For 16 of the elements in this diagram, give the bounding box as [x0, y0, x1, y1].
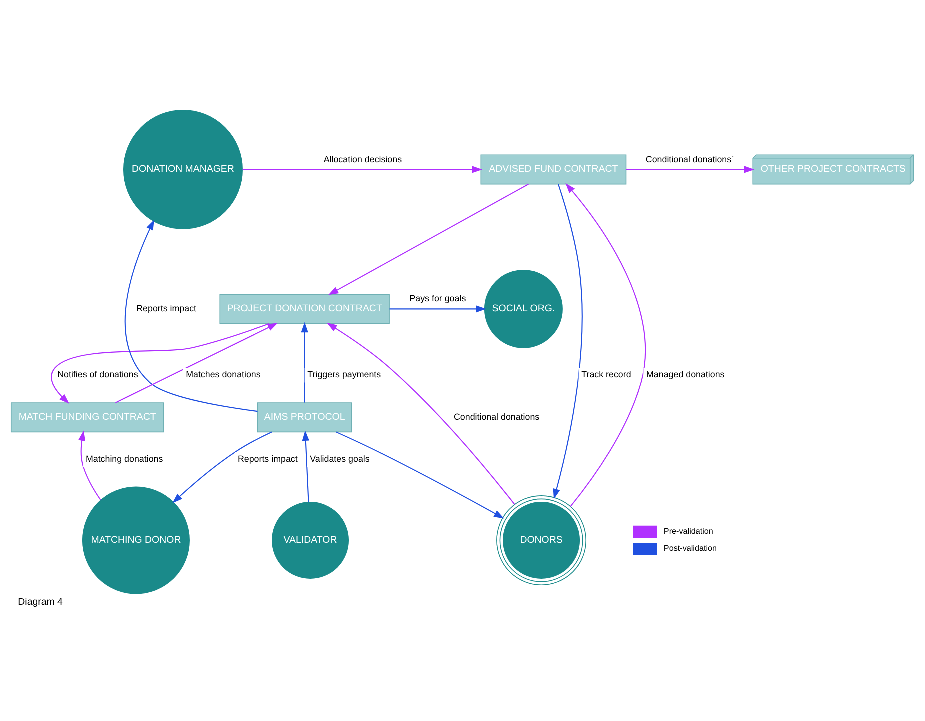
edge-label: Matching donations: [86, 454, 164, 464]
edge-label: Pays for goals: [410, 294, 466, 304]
edge-label: Allocation decisions: [324, 154, 402, 164]
legend-label: Post-validation: [664, 544, 718, 554]
legend-label: Pre-validation: [664, 527, 714, 536]
edge-label: Conditional donations`: [646, 154, 735, 164]
edge-label: Managed donations: [646, 370, 725, 380]
edge-label: Track record: [582, 370, 632, 380]
edge-label: Notifies of donations: [58, 370, 138, 380]
edge-label: Reports impact: [238, 454, 298, 464]
edge-label: Reports impact: [136, 303, 197, 314]
edge-label: Triggers payments: [308, 370, 382, 380]
edge-label: Validates goals: [310, 454, 370, 464]
caption: Diagram 4: [18, 596, 63, 608]
edge-label: Conditional donations: [454, 412, 540, 422]
edge-label: Matches donations: [186, 370, 261, 380]
